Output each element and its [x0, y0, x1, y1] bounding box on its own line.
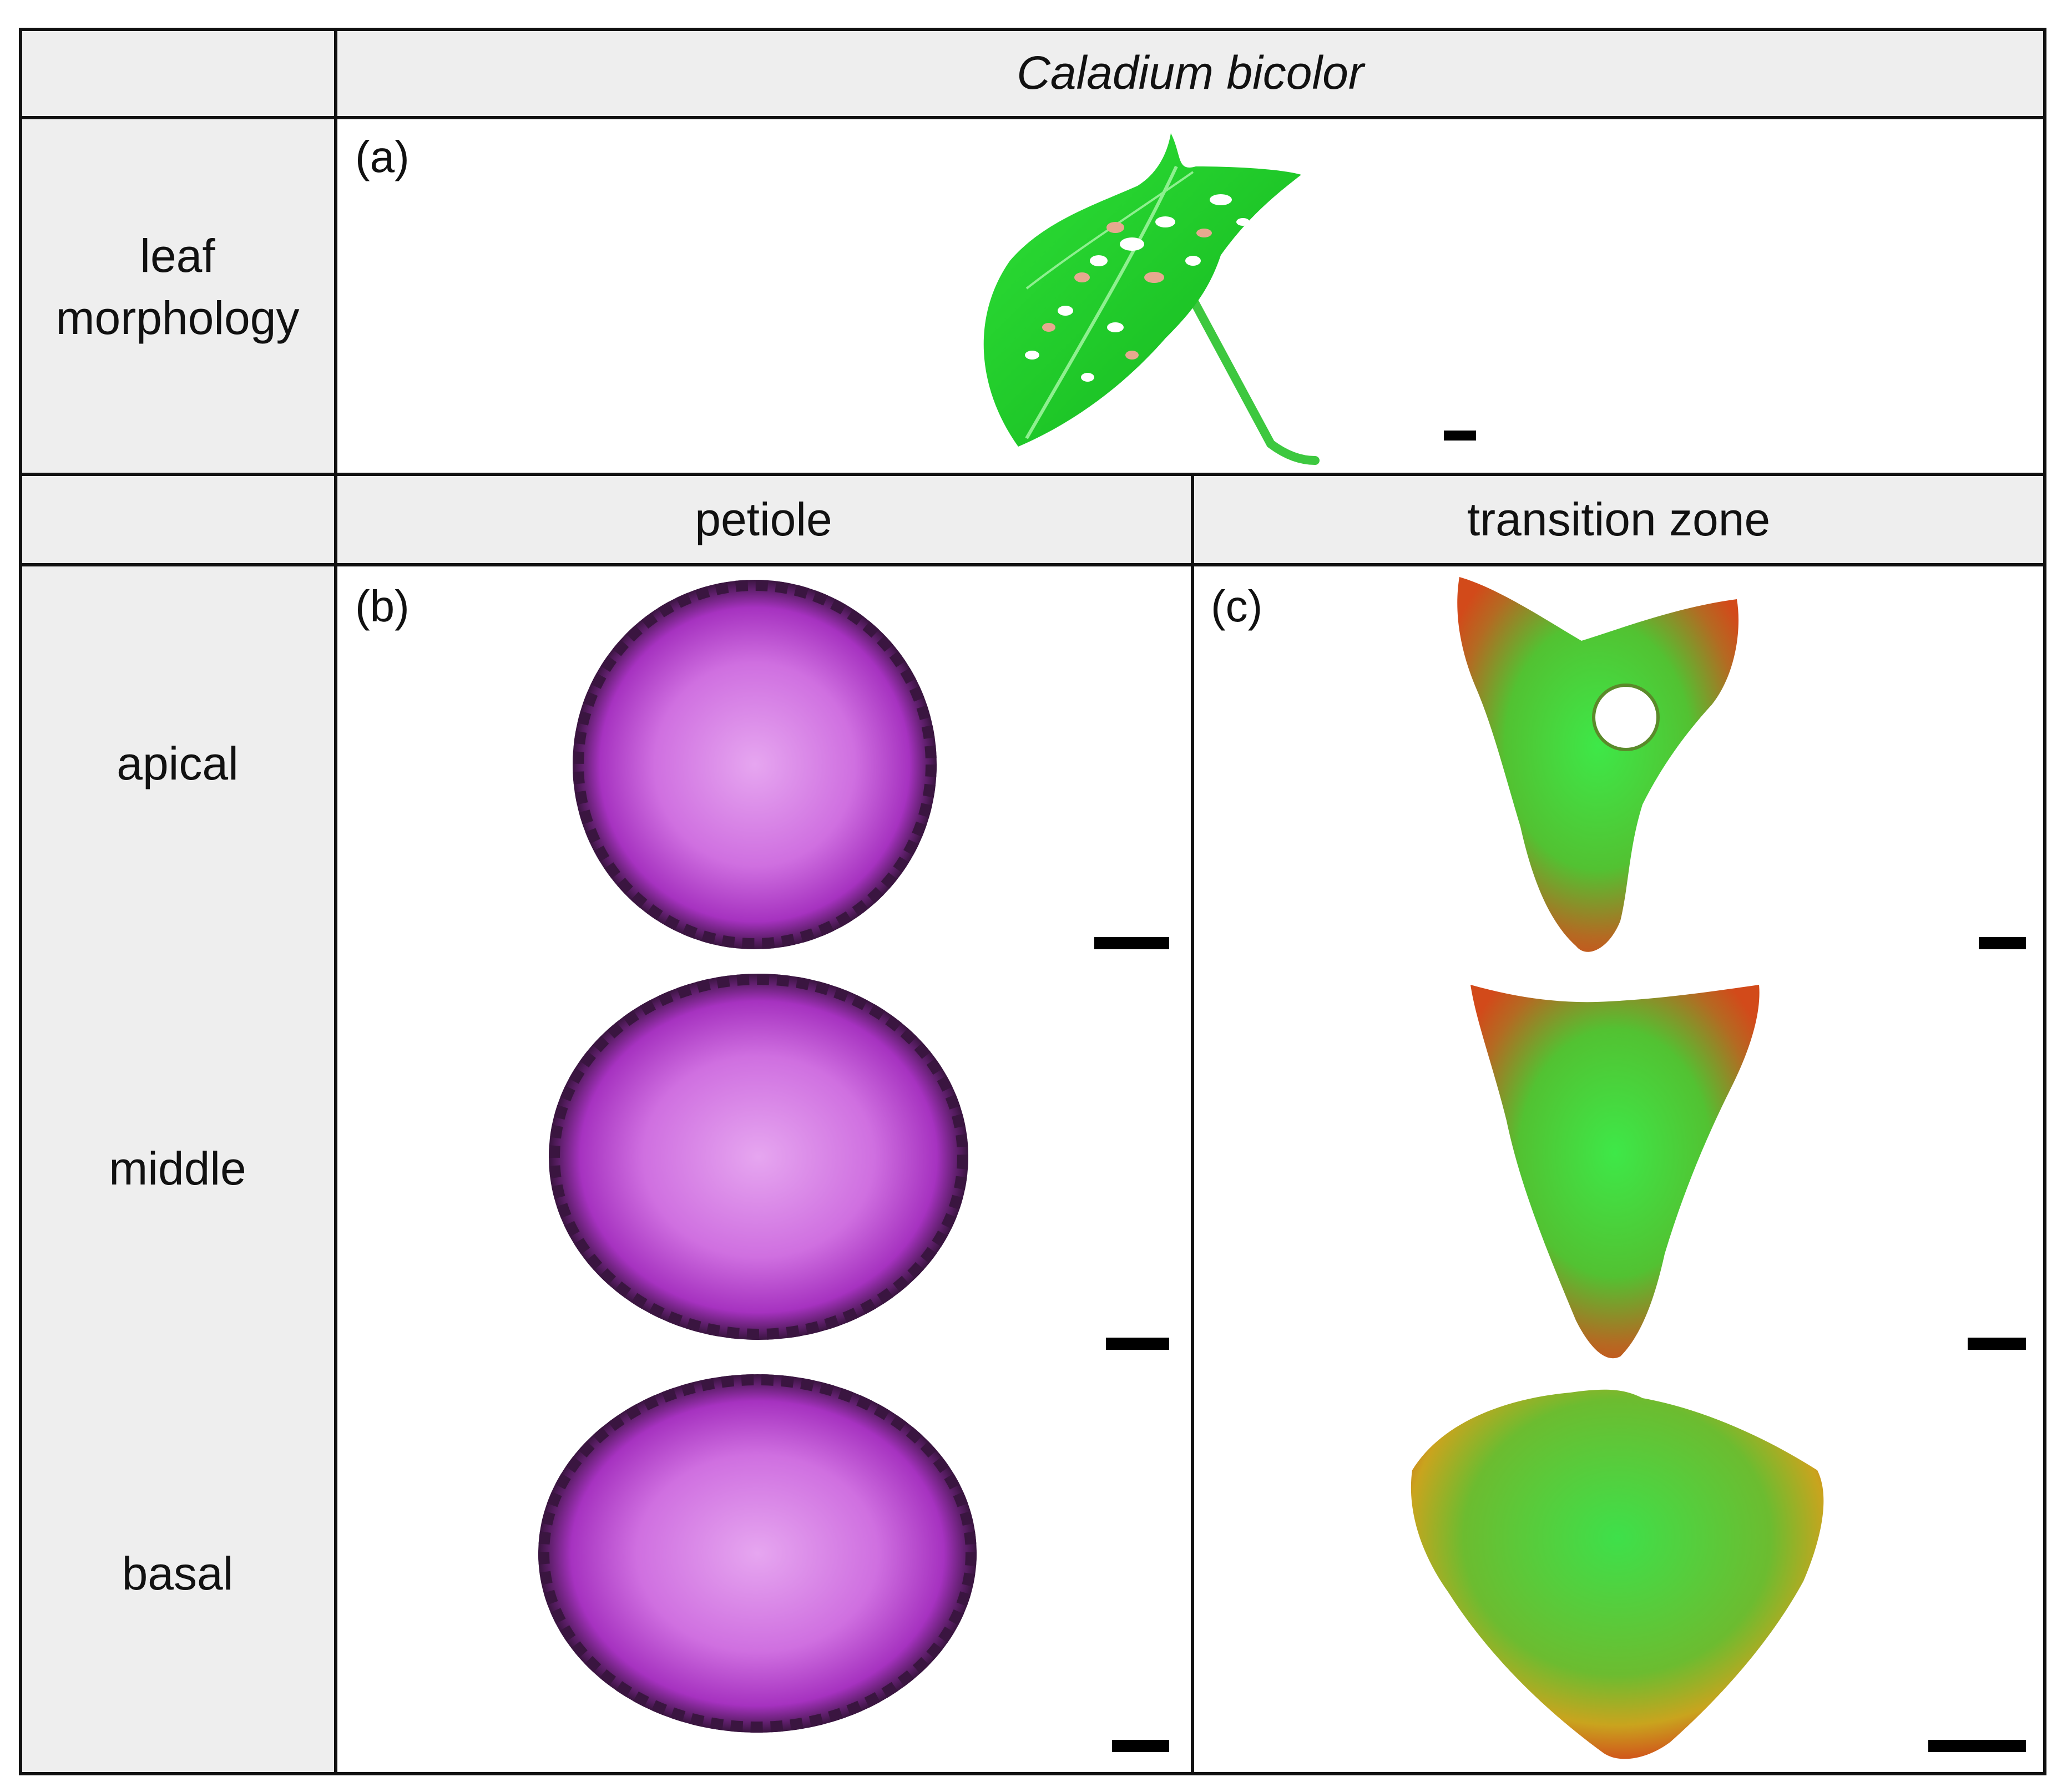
row-label-middle: middle [109, 1142, 246, 1194]
table-grid [19, 28, 2046, 1775]
scale-bar-petiole-middle [1106, 1338, 1169, 1350]
scale-bar-petiole-basal [1112, 1740, 1169, 1752]
petiole-section-middle [549, 974, 968, 1340]
panel-label-b: (b) [355, 581, 410, 631]
petiole-section-apical [573, 580, 937, 949]
scale-bar-transition-apical [1979, 937, 2026, 949]
transition-section-middle [1470, 985, 1760, 1359]
leaf-blade [983, 133, 1301, 447]
scale-bar-leaf [1444, 431, 1476, 441]
species-title: Caladium bicolor [1017, 47, 1366, 99]
corner-cell-top [21, 29, 335, 117]
row-label-apical: apical [117, 737, 238, 789]
position-label-column [21, 565, 335, 1774]
transition-zone-header-cell [1193, 475, 2045, 564]
leaf-photo [983, 133, 1320, 465]
petiole-header: petiole [695, 493, 832, 545]
transition-lumen [1592, 684, 1660, 751]
panel-label-a: (a) [355, 132, 410, 181]
transition-zone-header: transition zone [1467, 493, 1770, 545]
scale-bar-petiole-apical [1094, 937, 1169, 949]
row-label-basal: basal [122, 1547, 234, 1599]
petiole-section-basal [538, 1374, 977, 1733]
species-header-cell [336, 29, 2045, 117]
panel-label-c: (c) [1211, 581, 1262, 631]
leaf-label-line2: morphology [56, 292, 300, 344]
transition-section-basal [1411, 1389, 1824, 1759]
scale-bar-transition-basal [1928, 1740, 2026, 1752]
leaf-morphology-label-cell [21, 118, 335, 473]
petiole-header-cell [336, 475, 1191, 564]
scale-bar-transition-middle [1968, 1338, 2026, 1350]
leaf-label-line1: leaf [140, 230, 215, 282]
corner-cell-middle [21, 475, 335, 564]
transition-section-apical [1457, 577, 1738, 952]
